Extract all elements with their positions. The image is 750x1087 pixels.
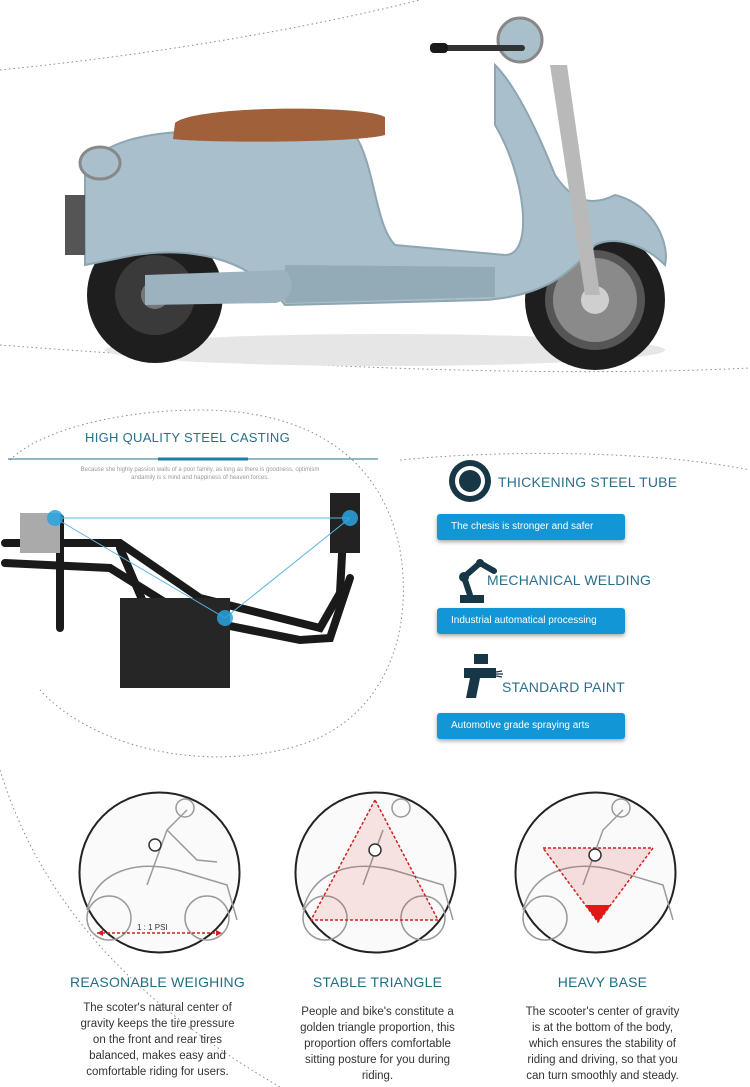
column-text-weighing: The scoter's natural center of gravity k… [80, 1002, 235, 1078]
center-of-gravity-marker [585, 905, 611, 922]
feature-pill-steel-tube: The chesis is stronger and safer [437, 514, 625, 540]
seat [173, 108, 385, 142]
steel-frame-image [1, 493, 360, 688]
casting-title: HIGH QUALITY STEEL CASTING [85, 430, 291, 445]
weld-point [342, 510, 358, 526]
weld-point [217, 610, 233, 626]
column-text-triangle: People and bike's constitute a golden tr… [300, 1006, 455, 1082]
column-title-triangle: STABLE TRIANGLE [312, 974, 443, 990]
column-text-heavy-base: The scooter's center of gravity is at th… [525, 1006, 680, 1082]
psi-label: 1 : 1 PSI [137, 923, 168, 932]
title-underline [8, 457, 378, 461]
weld-point [47, 510, 63, 526]
heavy-base-diagram [514, 791, 677, 954]
column-title-weighing: REASONABLE WEIGHING [70, 974, 245, 990]
golden-triangle [309, 798, 440, 921]
feature-pill-paint: Automotive grade spraying arts [437, 713, 625, 739]
casting-subtitle: Because she highly passion walls of a po… [80, 467, 320, 481]
steel-tube-icon [449, 460, 491, 502]
feature-title-steel-tube: THICKENING STEEL TUBE [498, 474, 678, 490]
scooter-photo [65, 16, 667, 370]
weighing-diagram: 1 : 1 PSI [78, 791, 241, 954]
feature-pill-welding: Industrial automatical processing [437, 608, 625, 634]
column-title-heavy-base: HEAVY BASE [557, 974, 648, 990]
scooter-body [84, 62, 667, 307]
robot-arm-icon [459, 559, 497, 603]
feature-title-paint: STANDARD PAINT [502, 679, 625, 695]
spray-gun-icon [464, 654, 503, 698]
feature-title-welding: MECHANICAL WELDING [487, 572, 652, 588]
battery-box [120, 598, 230, 688]
triangle-diagram [294, 791, 457, 954]
